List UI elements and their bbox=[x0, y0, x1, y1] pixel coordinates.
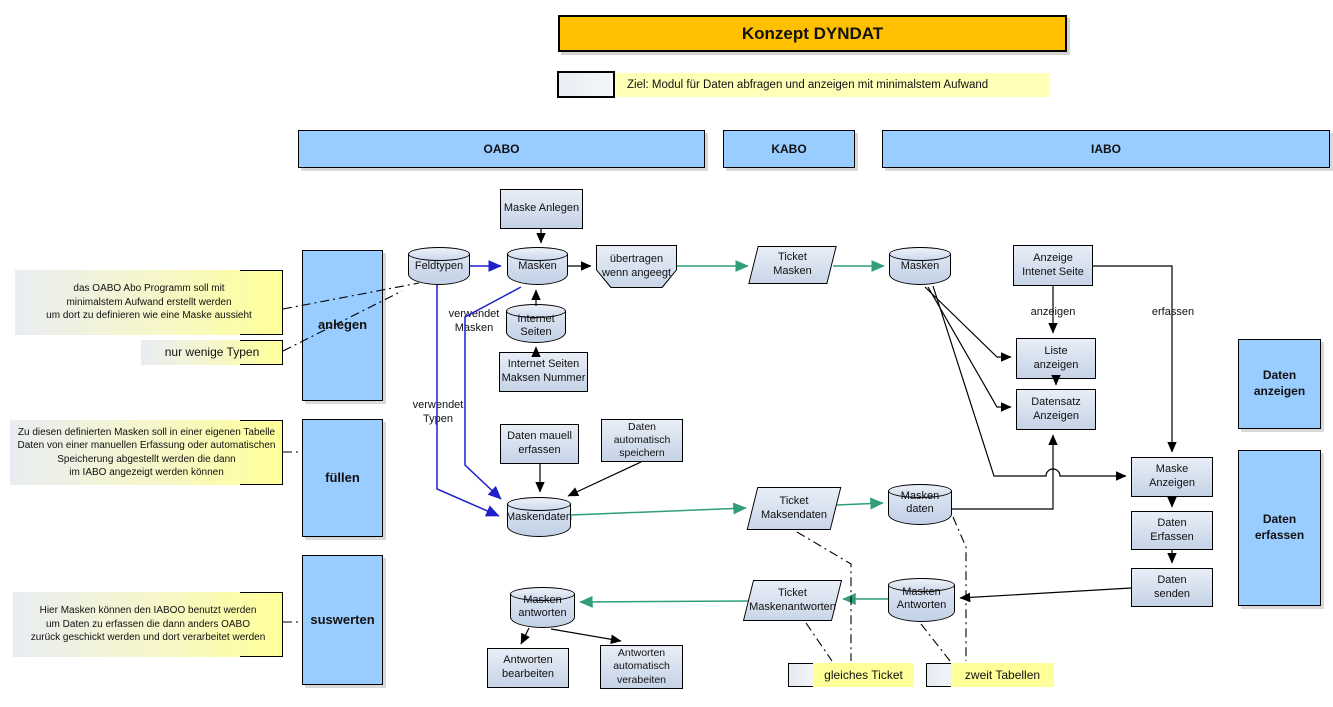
node-masken-daten-db: Masken daten bbox=[888, 484, 952, 525]
node-label: übertragen wenn angeegt bbox=[601, 252, 672, 279]
node-label: Masken bbox=[900, 259, 940, 272]
node-label: Masken daten bbox=[900, 489, 940, 516]
node-daten-mauell-erfassen: Daten mauell erfassen bbox=[500, 424, 579, 464]
edge-masken-liste bbox=[924, 286, 1012, 362]
node-uebertragen: übertragen wenn angeegt bbox=[596, 245, 677, 288]
edge-ticket-maskendaten-iabo bbox=[836, 497, 884, 510]
edge-label-verwendet-typen: verwendet Typen bbox=[412, 399, 464, 426]
card-fill bbox=[597, 246, 676, 287]
node-antworten-bearbeiten: Antworten bearbeiten bbox=[487, 648, 569, 688]
conn-maskenantworten-zweit bbox=[920, 623, 951, 662]
node-label: Ticket Maksendaten bbox=[760, 494, 828, 521]
node-label: Internet Seiten bbox=[517, 312, 555, 339]
node-maske-anlegen: Maske Anlegen bbox=[500, 189, 583, 229]
lane-anlegen: anlegen bbox=[302, 250, 383, 401]
note-zweit-tabellen: zweit Tabellen bbox=[951, 663, 1054, 687]
lane-fuellen: füllen bbox=[302, 419, 383, 537]
cylinder-cap bbox=[510, 587, 575, 601]
node-label: Masken bbox=[518, 259, 557, 272]
node-internet-seiten-nummer: Internet Seiten Maksen Nummer bbox=[499, 352, 588, 392]
edge-erfassen-line bbox=[1093, 265, 1177, 453]
edge-label-verwendet-masken: verwendet Masken bbox=[448, 308, 500, 335]
note-gleiches-ticket: gleiches Ticket bbox=[813, 663, 914, 687]
column-header-oabo: OABO bbox=[298, 130, 705, 168]
lane-daten-erfassen: Daten erfassen bbox=[1238, 450, 1321, 606]
column-header-iabo: IABO bbox=[882, 130, 1330, 168]
node-masken-oabo-db: Masken bbox=[507, 247, 568, 285]
note-nur-wenige-typen: nur wenige Typen bbox=[141, 340, 283, 365]
conn-ticketantworten-gleiches bbox=[805, 622, 833, 662]
node-masken-antworten-iabo-db: Masken Antworten bbox=[888, 578, 955, 622]
node-maske-anzeigen: Maske Anzeigen bbox=[1131, 457, 1213, 497]
page-title: Konzept DYNDAT bbox=[558, 15, 1067, 52]
node-datensatz-anzeigen: Datensatz Anzeigen bbox=[1016, 389, 1096, 430]
edge-automatisch-maskendaten bbox=[567, 461, 642, 497]
note-zweit-tabellen-box bbox=[926, 663, 951, 687]
node-masken-antworten-oabo-db: Masken antworten bbox=[510, 587, 575, 628]
node-ticket-maksendaten: Ticket Maksendaten bbox=[746, 487, 842, 530]
node-label: Maskendaten bbox=[505, 510, 573, 523]
node-ticket-masken: Ticket Masken bbox=[748, 246, 837, 284]
column-header-kabo: KABO bbox=[723, 130, 855, 168]
node-ticket-maskenantworten: Ticket Maskenantworten bbox=[742, 580, 843, 621]
node-daten-automatisch-speichern: Daten automatisch speichern bbox=[601, 419, 683, 462]
node-anzeige-intenet-seite: Anzeige Intenet Seite bbox=[1013, 245, 1093, 286]
node-internet-seiten-db: Internet Seiten bbox=[506, 304, 566, 343]
cylinder-cap bbox=[408, 247, 470, 261]
note-fuellen: Zu diesen definierten Masken soll in ein… bbox=[10, 420, 283, 485]
cylinder-cap bbox=[507, 247, 568, 261]
note-oabo: das OABO Abo Programm soll mit minimalst… bbox=[15, 270, 283, 335]
note-auswerten: Hier Masken können den IABOO benutzt wer… bbox=[13, 592, 283, 657]
edge-ticket-maskenantworten-oabo bbox=[579, 595, 749, 608]
node-label: Masken antworten bbox=[518, 593, 567, 619]
cylinder-body bbox=[507, 504, 571, 537]
goal-text: Ziel: Modul für Daten abfragen und anzei… bbox=[615, 73, 1050, 97]
node-label: Feldtypen bbox=[414, 259, 464, 272]
edge-masken-datensatz bbox=[927, 286, 1012, 412]
edge-maskendaten-ticket bbox=[570, 502, 747, 516]
edge-antworten-automatisch bbox=[550, 628, 622, 645]
edge-label-erfassen: erfassen bbox=[1151, 306, 1195, 318]
node-label: Ticket Masken bbox=[773, 251, 812, 277]
node-feldtypen-db: Feldtypen bbox=[408, 247, 470, 285]
node-daten-senden: Daten senden bbox=[1131, 568, 1213, 607]
node-label: Masken Antworten bbox=[896, 586, 947, 612]
cylinder-cap bbox=[889, 247, 951, 261]
node-masken-iabo-db: Masken bbox=[889, 247, 951, 285]
edge-datensenden-maskenantworten bbox=[959, 587, 1132, 603]
node-label: Ticket Maskenantworten bbox=[749, 586, 836, 613]
edge-maskendaten-datensatz bbox=[952, 434, 1058, 510]
edge-label-anzeigen: anzeigen bbox=[1030, 306, 1076, 318]
edge-antworten-bearbeiten bbox=[520, 627, 530, 645]
goal-legend-box bbox=[557, 71, 615, 98]
node-liste-anzeigen: Liste anzeigen bbox=[1016, 338, 1096, 379]
lane-suswerten: suswerten bbox=[302, 555, 383, 685]
cylinder-cap bbox=[507, 497, 571, 511]
node-antworten-automatisch: Antworten automatisch verabeiten bbox=[600, 645, 683, 689]
note-gleiches-ticket-box bbox=[788, 663, 813, 687]
cylinder-cap bbox=[888, 484, 952, 498]
lane-daten-anzeigen: Daten anzeigen bbox=[1238, 339, 1321, 429]
node-daten-erfassen: Daten Erfassen bbox=[1131, 511, 1213, 550]
node-maskendaten-db: Maskendaten bbox=[506, 497, 572, 537]
